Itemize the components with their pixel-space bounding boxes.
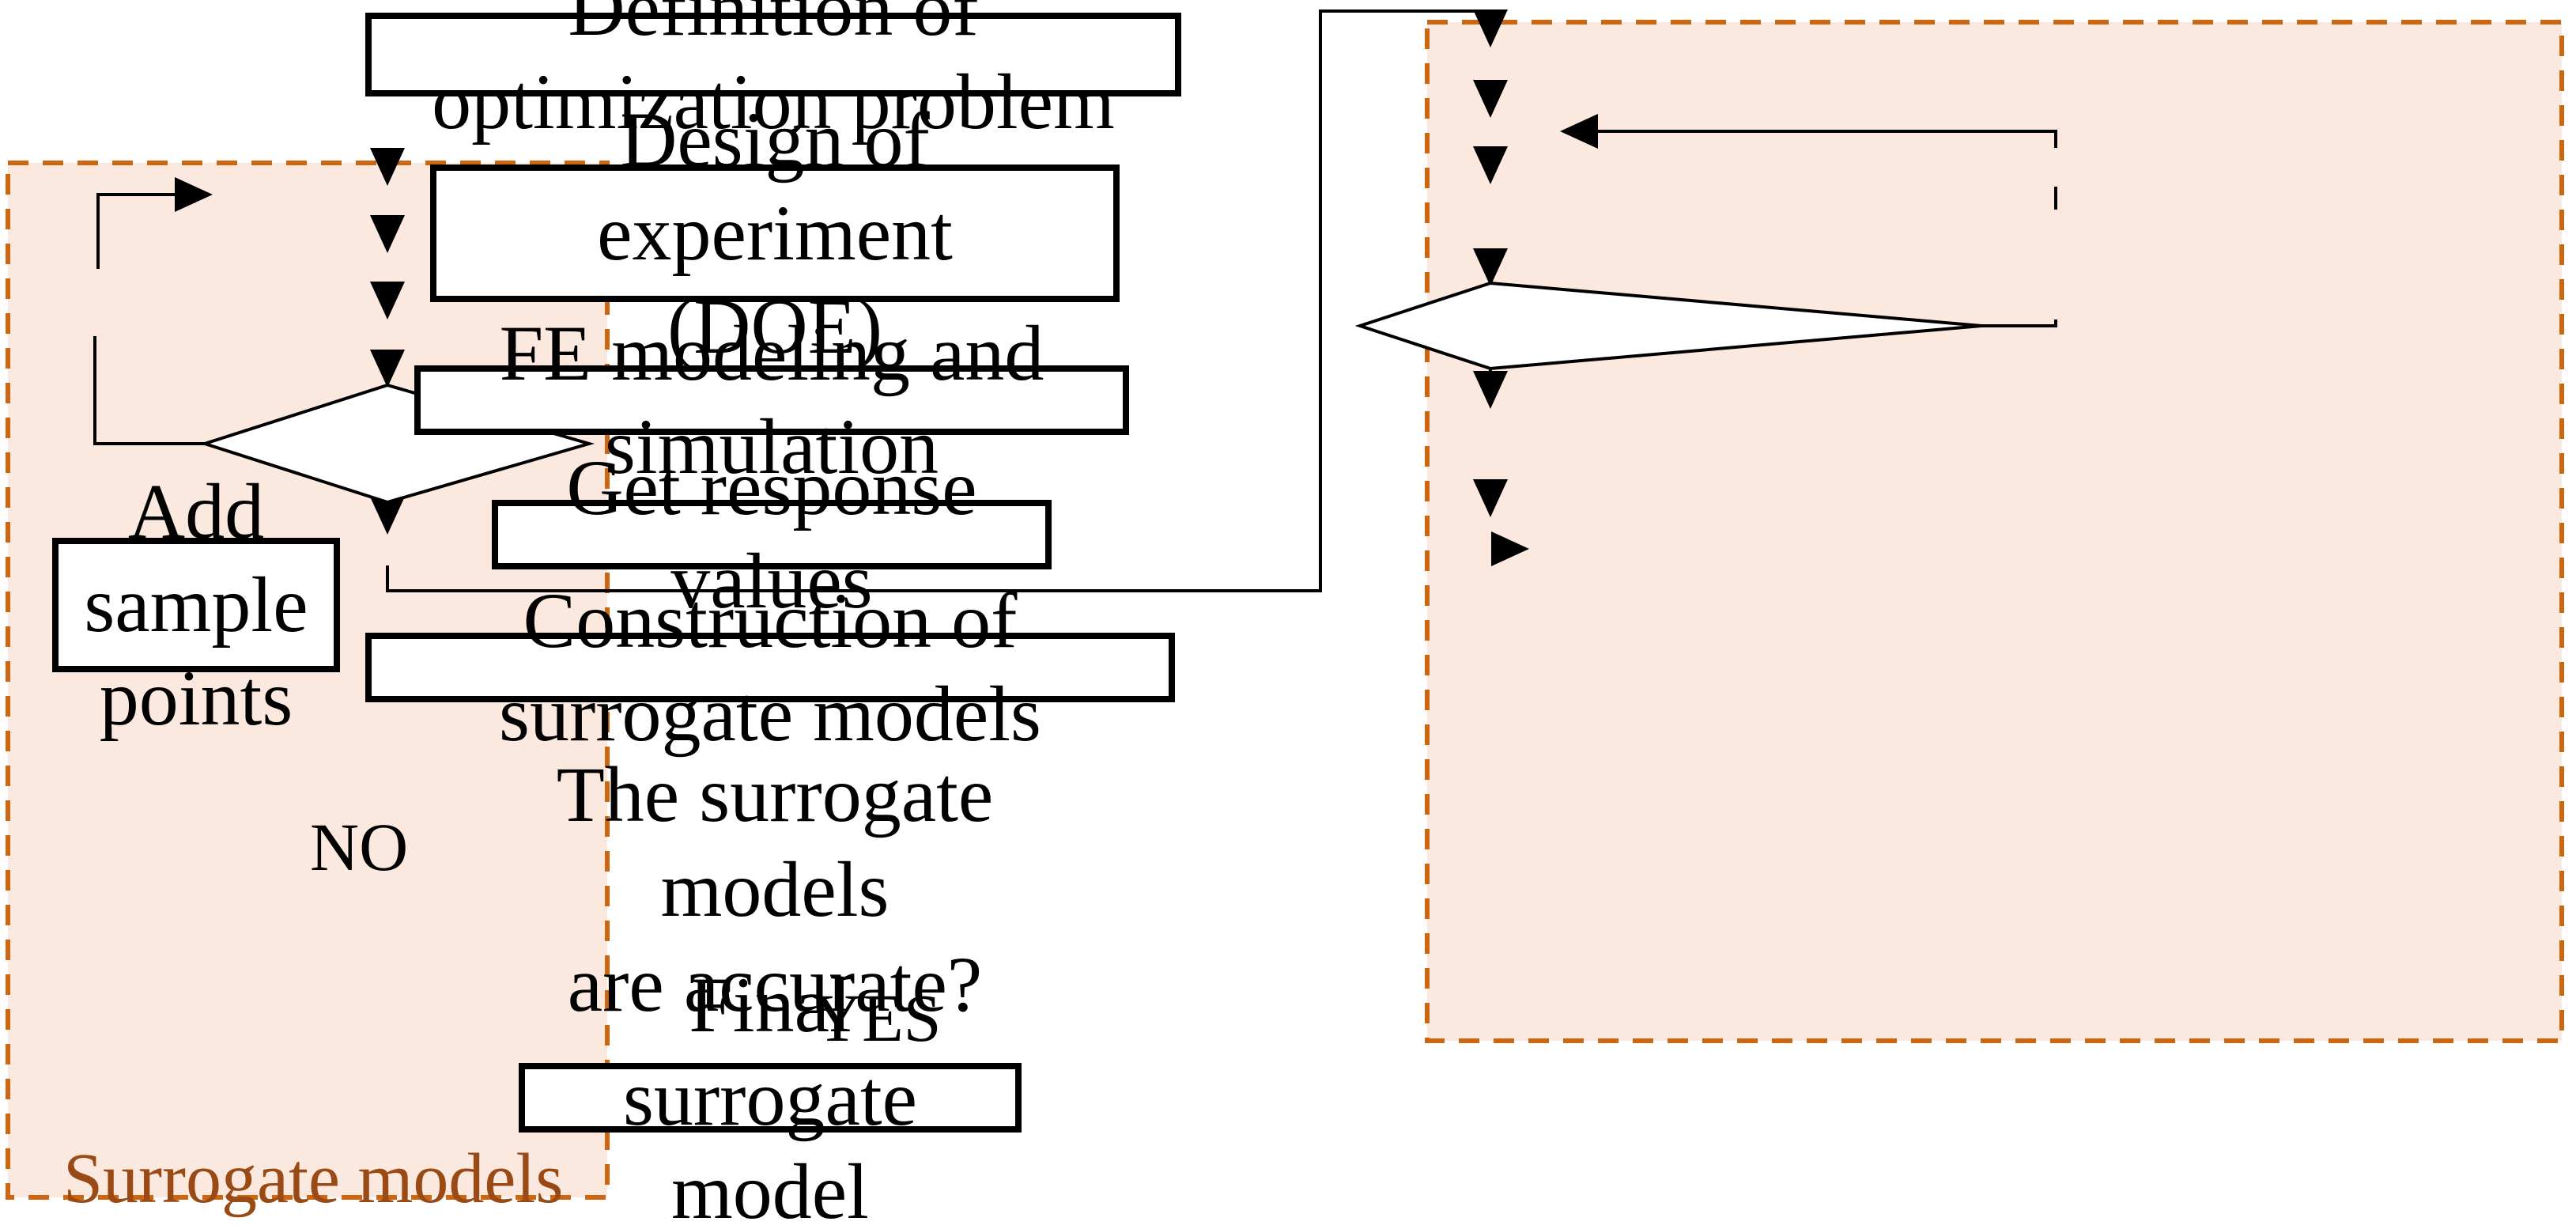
node-definition-label: Definition of optimization problem [432, 0, 1115, 145]
node-construction-label: Construction of surrogate models [499, 576, 1041, 758]
edge-addsample-to-fe [96, 177, 213, 269]
node-definition[interactable]: Definition of optimization problem [365, 0, 1181, 145]
node-surrogate-check-label-wrap: The surrogate models are accurate? [474, 750, 1075, 1028]
node-final-surrogate[interactable]: Final surrogate model [519, 959, 1022, 1229]
node-add-sample-label: Add sample points [84, 467, 308, 742]
node-fe-modeling[interactable]: FE modeling and simulation [414, 308, 1129, 490]
node-add-sample[interactable]: Add sample points [52, 467, 340, 742]
edge-label-surrogate-yes: YES [813, 982, 942, 1057]
node-final-surrogate-label: Final surrogate model [622, 959, 918, 1229]
edge-label-surrogate-no: NO [310, 811, 409, 886]
node-construction[interactable]: Construction of surrogate models [365, 576, 1175, 758]
node-surrogate-check-label: The surrogate models are accurate? [556, 750, 994, 1028]
termination-check-diamond [1354, 281, 1982, 371]
node-get-response[interactable]: Get response values [492, 443, 1052, 625]
edge-newpop-to-design [1560, 114, 2057, 149]
moga-panel [1425, 20, 2564, 1043]
group-label-surrogate-models: Surrogate models [63, 1138, 564, 1218]
node-doe[interactable]: Design of experiment (DOE) [430, 95, 1120, 370]
edge-final-to-initialize [386, 9, 1508, 592]
edge-check-no-to-addsample [93, 336, 205, 445]
node-get-response-label: Get response values [566, 443, 977, 625]
node-doe-label: Design of experiment (DOE) [597, 95, 953, 370]
node-fe-modeling-label: FE modeling and simulation [499, 308, 1044, 490]
